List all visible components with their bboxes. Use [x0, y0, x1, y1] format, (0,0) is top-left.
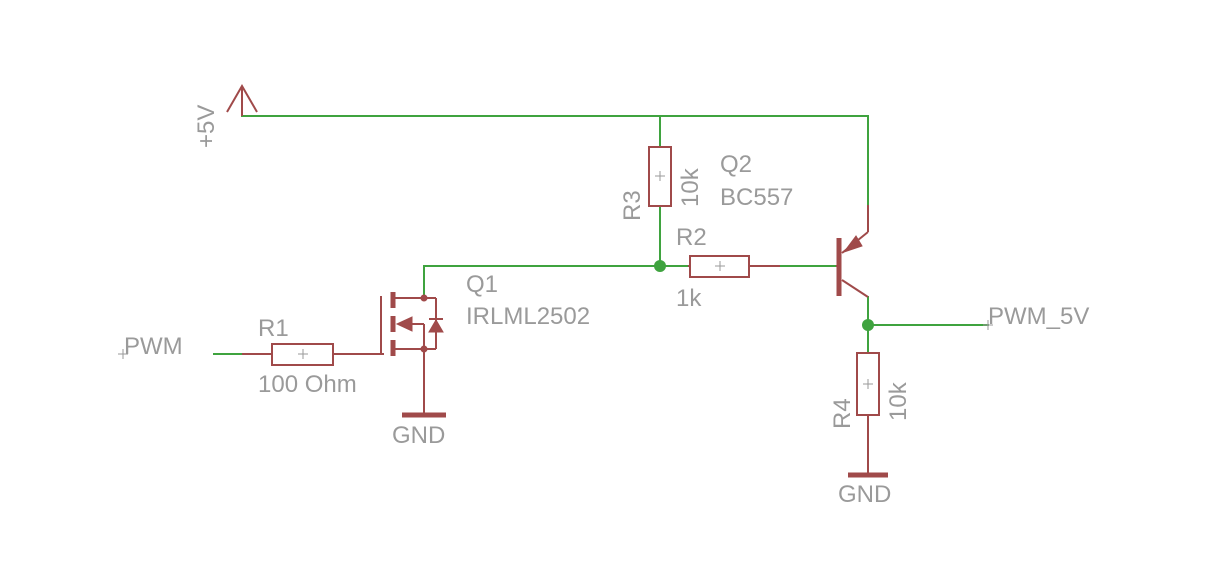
transistor-q2[interactable] [836, 205, 869, 298]
pwm-input-label: PWM [124, 333, 183, 360]
gnd2-label: GND [838, 481, 891, 508]
resistor-r2[interactable] [688, 255, 780, 278]
r2-value: 1k [676, 285, 702, 312]
r4-value: 10k [885, 381, 912, 421]
junction-q2-r4 [862, 319, 874, 331]
q1-name: Q1 [466, 271, 498, 298]
mosfet-q1[interactable] [380, 292, 444, 415]
r3-value: 10k [677, 167, 704, 207]
pwm-5v-output-pin[interactable] [983, 320, 993, 330]
gnd1-label: GND [392, 422, 445, 449]
junction-q1-r2 [654, 260, 666, 272]
pwm-5v-label: PWM_5V [988, 303, 1089, 330]
r1-name: R1 [258, 315, 289, 342]
r2-name: R2 [676, 224, 707, 251]
supply-5v-label: +5V [193, 105, 220, 148]
wires [213, 115, 989, 355]
q2-name: Q2 [720, 151, 752, 178]
r4-name: R4 [829, 398, 856, 429]
resistor-r4[interactable] [856, 352, 880, 474]
q1-value: IRLML2502 [466, 303, 590, 330]
wire-q1-drain[interactable] [423, 265, 661, 299]
pwm-input-pin[interactable] [118, 349, 128, 359]
q2-value: BC557 [720, 184, 793, 211]
r1-value: 100 Ohm [258, 371, 357, 398]
wire-5v-rail[interactable] [241, 115, 869, 206]
r3-name: R3 [619, 190, 646, 221]
resistor-r1[interactable] [242, 343, 384, 366]
supply-5v-symbol[interactable] [226, 83, 258, 116]
resistor-r3[interactable] [648, 146, 672, 207]
